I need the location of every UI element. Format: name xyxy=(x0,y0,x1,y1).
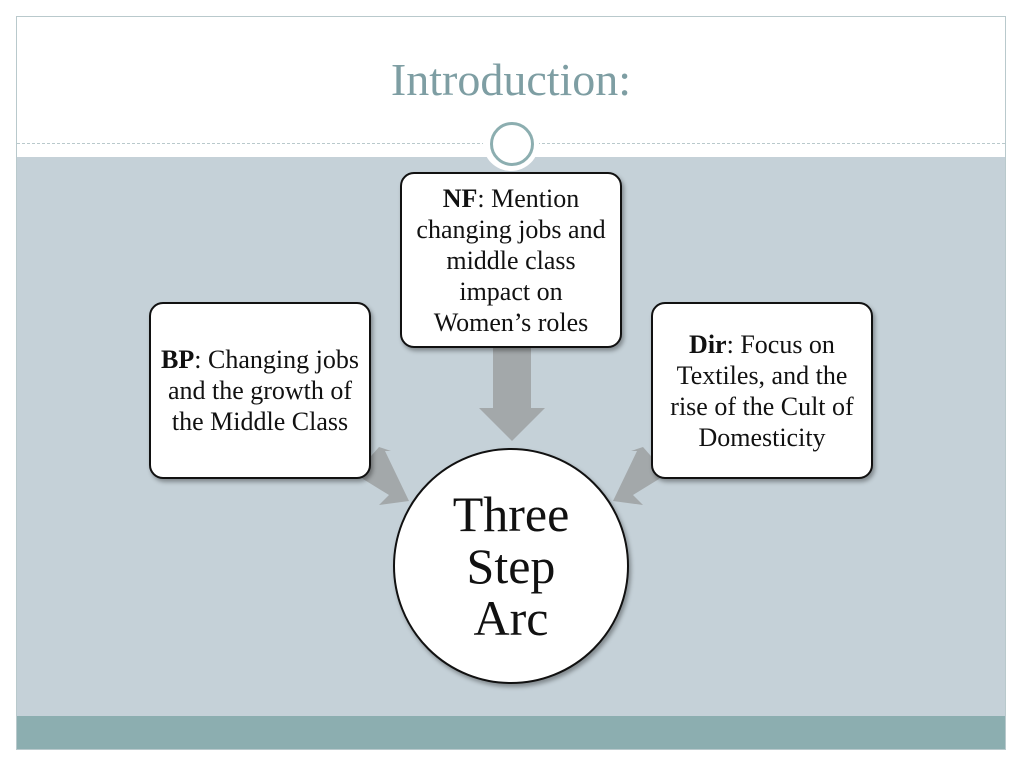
node-bp: BP: Changing jobs and the growth of the … xyxy=(149,302,371,479)
center-node-text: Three Step Arc xyxy=(453,488,570,644)
node-bp-body: : Changing jobs and the growth of the Mi… xyxy=(167,345,359,436)
node-nf-body: : Mention changing jobs and middle class… xyxy=(416,183,606,337)
center-node: Three Step Arc xyxy=(393,448,629,684)
circle-emblem-icon xyxy=(483,115,539,171)
emblem-ring xyxy=(490,122,534,166)
arrow-nf-to-center xyxy=(479,348,545,441)
node-bp-text: BP: Changing jobs and the growth of the … xyxy=(159,344,361,437)
node-nf-key: NF xyxy=(442,183,478,213)
center-line-1: Three xyxy=(452,486,570,542)
node-bp-key: BP xyxy=(161,345,195,374)
slide-title: Introduction: xyxy=(390,54,632,105)
footer-band xyxy=(17,716,1005,749)
slide: Introduction: NF: Mention changing jobs … xyxy=(16,16,1006,750)
node-nf-text: NF: Mention changing jobs and middle cla… xyxy=(410,183,612,338)
center-line-2: Step xyxy=(466,538,556,594)
node-dir: Dir: Focus on Textiles, and the rise of … xyxy=(651,302,873,479)
node-nf: NF: Mention changing jobs and middle cla… xyxy=(400,172,622,348)
node-dir-text: Dir: Focus on Textiles, and the rise of … xyxy=(661,329,863,453)
center-line-3: Arc xyxy=(473,590,549,646)
node-dir-key: Dir xyxy=(689,329,727,359)
node-dir-body: : Focus on Textiles, and the rise of the… xyxy=(670,329,854,452)
